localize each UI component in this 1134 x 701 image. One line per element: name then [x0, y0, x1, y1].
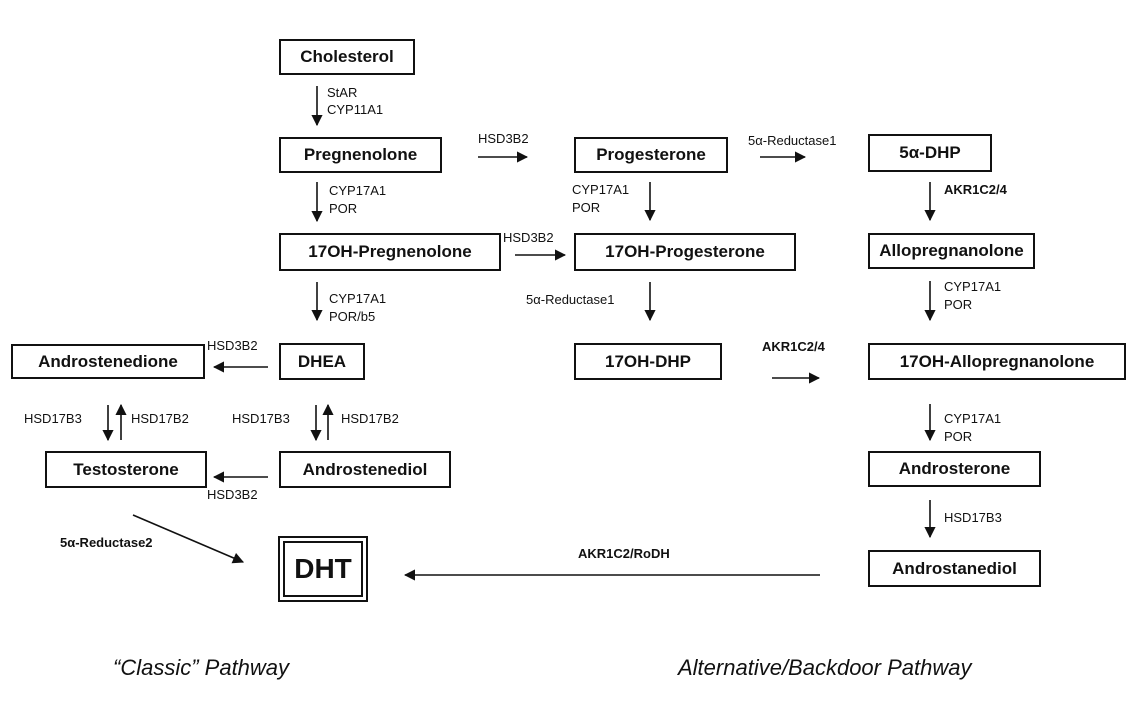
enzyme-akr1c2-4-dhp: AKR1C2/4 — [944, 182, 1007, 197]
enzyme-hsd3b2-dhea: HSD3B2 — [207, 338, 258, 353]
caption-classic-pathway: “Classic” Pathway — [113, 655, 290, 680]
enzyme-hsd17b3-right: HSD17B3 — [944, 510, 1002, 525]
arrow-testosterone-to-dht — [132, 514, 245, 564]
enzyme-akr1c2-4-mid: AKR1C2/4 — [762, 339, 825, 354]
enzyme-hsd17b2-left: HSD17B2 — [131, 411, 189, 426]
node-5a-dhp: 5α-DHP — [868, 134, 992, 172]
enzyme-star: StAR — [327, 85, 358, 100]
node-progesterone: Progesterone — [574, 137, 728, 173]
enzyme-cyp17a1-allo: CYP17A1 — [944, 279, 1002, 294]
enzyme-akr1c2-rodh: AKR1C2/RoDH — [578, 546, 670, 561]
node-allopregnanolone: Allopregnanolone — [868, 233, 1035, 269]
enzyme-cyp17a1-17oh-allo: CYP17A1 — [944, 411, 1002, 426]
node-pregnenolone: Pregnenolone — [279, 137, 442, 173]
enzyme-5a-reductase1-17oh: 5α-Reductase1 — [526, 292, 615, 307]
node-17oh-allopregnanolone: 17OH-Allopregnanolone — [868, 343, 1126, 380]
caption-alternative-pathway: Alternative/Backdoor Pathway — [678, 655, 972, 680]
node-androstenediol: Androstenediol — [279, 451, 451, 488]
node-dht: DHT — [278, 536, 368, 602]
enzyme-hsd17b3-mid: HSD17B3 — [232, 411, 290, 426]
enzyme-5a-reductase2: 5α-Reductase2 — [60, 535, 153, 550]
enzyme-cyp11a1: CYP11A1 — [327, 102, 384, 117]
node-dht-label: DHT — [283, 541, 363, 597]
node-17oh-pregnenolone: 17OH-Pregnenolone — [279, 233, 501, 271]
node-17oh-progesterone: 17OH-Progesterone — [574, 233, 796, 271]
enzyme-por-preg: POR — [329, 201, 358, 216]
enzyme-hsd17b3-left: HSD17B3 — [24, 411, 82, 426]
enzyme-por-prog: POR — [572, 200, 601, 215]
enzyme-hsd3b2-17oh: HSD3B2 — [503, 230, 554, 245]
enzyme-cyp17a1-17oh: CYP17A1 — [329, 291, 387, 306]
enzyme-por-allo: POR — [944, 297, 973, 312]
enzyme-cyp17a1-preg: CYP17A1 — [329, 183, 387, 198]
enzyme-hsd17b2-mid: HSD17B2 — [341, 411, 399, 426]
enzyme-por-b5: POR/b5 — [329, 309, 376, 324]
node-17oh-dhp: 17OH-DHP — [574, 343, 722, 380]
enzyme-5a-reductase1-prog: 5α-Reductase1 — [748, 133, 837, 148]
enzyme-hsd3b2-androstenediol: HSD3B2 — [207, 487, 258, 502]
node-cholesterol: Cholesterol — [279, 39, 415, 75]
enzyme-hsd3b2-preg-prog: HSD3B2 — [478, 131, 529, 146]
node-androsterone: Androsterone — [868, 451, 1041, 487]
node-androstenedione: Androstenedione — [11, 344, 205, 379]
node-dhea: DHEA — [279, 343, 365, 380]
node-testosterone: Testosterone — [45, 451, 207, 488]
node-androstanediol: Androstanediol — [868, 550, 1041, 587]
enzyme-cyp17a1-prog: CYP17A1 — [572, 182, 630, 197]
enzyme-por-17oh-allo: POR — [944, 429, 973, 444]
